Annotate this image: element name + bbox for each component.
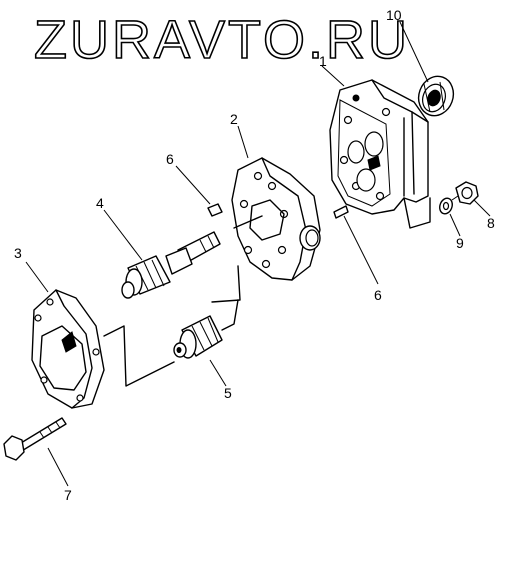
drive-gear-part: [121, 215, 263, 299]
washer-part: [439, 195, 459, 215]
pump-plate-part: [211, 157, 321, 303]
callout-2: 2: [230, 111, 238, 127]
callout-6-right: 6: [374, 287, 382, 303]
callout-1: 1: [319, 53, 327, 69]
leader-8: [473, 199, 491, 217]
callout-8: 8: [487, 215, 495, 231]
leader-4: [103, 209, 143, 261]
leader-9: [449, 213, 461, 237]
callout-6-left: 6: [166, 151, 174, 167]
dowel-pin-left: [207, 203, 223, 217]
leader-5: [209, 359, 227, 387]
bearing-part: [417, 75, 455, 117]
leader-2: [237, 125, 249, 159]
driven-gear-part: [173, 299, 239, 359]
nut-part: [455, 181, 479, 205]
leader-3: [25, 261, 49, 293]
pump-housing-part: [329, 79, 431, 229]
leader-10: [399, 21, 429, 83]
leader-6-left: [175, 165, 211, 205]
callout-4: 4: [96, 195, 104, 211]
callout-5: 5: [224, 385, 232, 401]
callout-7: 7: [64, 487, 72, 503]
leader-1: [321, 65, 345, 87]
end-cover-part: [31, 289, 175, 409]
bolt-part: [3, 417, 67, 461]
callout-3: 3: [14, 245, 22, 261]
watermark-text: ZURAVTO.RU: [34, 10, 410, 70]
callout-10: 10: [386, 7, 402, 23]
dowel-pin-right: [333, 205, 349, 219]
callout-9: 9: [456, 235, 464, 251]
leader-6-right: [343, 215, 379, 285]
leader-lines: [25, 21, 491, 487]
leader-7: [47, 447, 69, 487]
